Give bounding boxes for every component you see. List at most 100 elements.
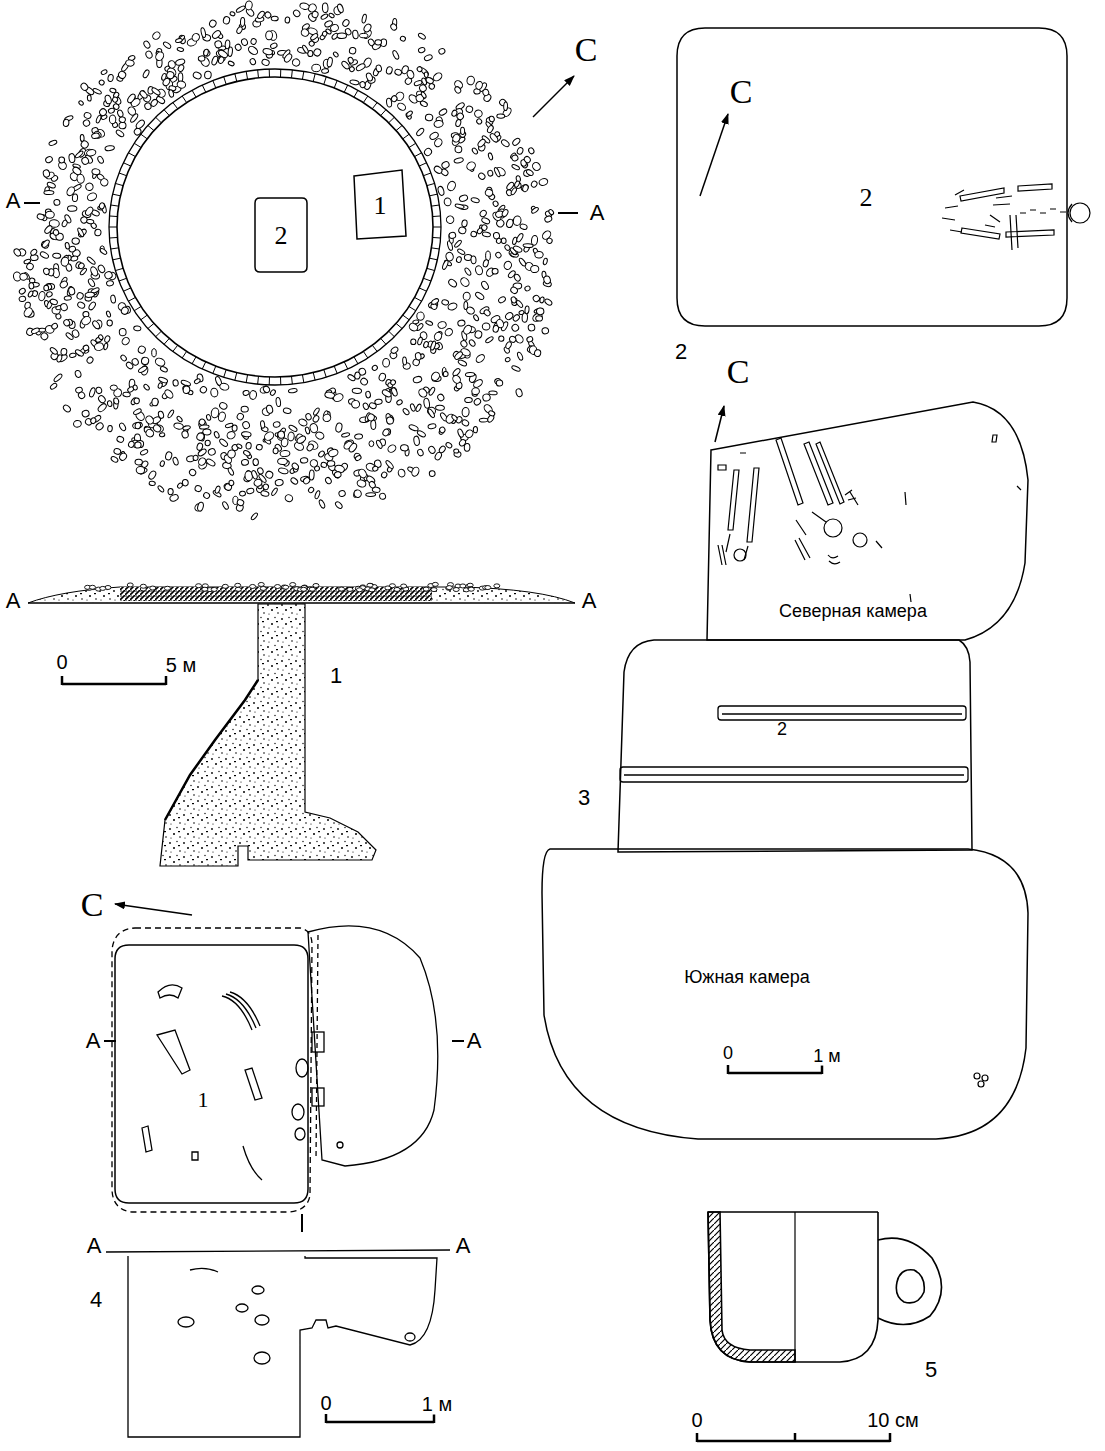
mound-stones-part [82,344,89,351]
mound-stones-part [330,23,340,32]
mound-stones-part [107,425,112,432]
mound-stones-part [462,407,470,417]
north-label: С [729,74,754,110]
mound-stones-part [300,28,310,38]
mound-stones-part [454,449,459,453]
mound-stones-part [519,223,528,230]
mound-stones-part [406,69,415,79]
mound-stones-part [167,409,175,418]
mound-stones-part [516,147,524,155]
ring-bricks-part [134,306,141,310]
mound-section-stones-part [309,587,315,591]
mound-stones-part [240,17,245,26]
mound-stones-part [474,330,482,339]
mound-stones-part [415,403,422,412]
mound-stones-part [352,388,362,394]
mound-stones-part [463,292,471,301]
mound-section-stones-part [275,585,281,589]
mound-stones-part [91,133,100,140]
skeleton-part [961,228,1000,239]
skeleton-part [905,435,1021,602]
mound-stones-part [91,168,100,175]
mound-stones-part [86,219,94,224]
mound-stones-part [107,320,113,326]
vessel-part [878,1238,942,1324]
mound-stones-part [162,41,171,50]
mound-stones-part [208,19,217,28]
mound-stones-part [53,199,60,206]
figure-number: 5 [924,1358,938,1381]
ring-bricks-part [354,90,358,97]
mound-stones-part [228,47,233,57]
mound-stones-part [313,407,321,416]
mound-stones-part [402,357,406,365]
mound-section-stones-part [235,583,241,587]
mound-section-stones-part [356,588,362,592]
mound-stones-part [31,327,40,334]
mound-stones-part [182,479,188,486]
mound-stones-part [476,118,483,125]
mound-stones-part [97,264,106,274]
mound-stones-part [213,431,220,439]
mound-stones-part [518,257,527,267]
skeleton-part [982,1075,988,1081]
mound-stones-part [417,448,425,456]
pit-outline [614,632,974,854]
mound-stones-part [351,400,361,409]
mound-stones-part [427,408,436,418]
pit-number: 2 [777,720,787,740]
scale-bar-part [326,1421,434,1424]
mound-stones-part [72,237,80,244]
ring-bricks-part [415,297,422,301]
mound-stones-part [241,459,249,465]
ring-bricks-part [403,315,409,320]
mound-stones-part [207,448,216,456]
mound-stones-part [43,224,53,234]
mound-stones-part [105,145,115,151]
scale-bar-part [821,1065,824,1074]
mound-stones-part [143,383,150,391]
mound-stones-part [482,259,489,267]
mound-stones-part [386,98,392,107]
mound-stones-part [113,397,119,404]
mound-section-stones-part [211,587,217,591]
mound-stones-part [199,385,208,394]
mound-stones-part [172,457,179,466]
mound-stones-part [441,299,449,306]
mound-stones-part [539,296,544,303]
mound-stones-part [361,14,367,24]
mound-stones-part [270,42,278,49]
mound-stones-part [471,197,480,204]
mound-stones-part [125,59,134,66]
mound-stones-part [36,213,45,220]
mound-stones-part [265,31,272,40]
mound-stones-part [241,406,248,412]
mound-stones-part [173,422,184,430]
section-ticks-part [24,202,40,204]
mound-stones-part [107,74,113,82]
ring-bricks-part [148,125,154,130]
mound-stones-part [259,385,270,394]
mound-stones-part [437,393,446,402]
mound-stones-part [77,391,86,400]
mound-stones-part [106,280,114,286]
plank [620,706,968,782]
mound-section-stones-part [369,588,375,592]
ring-bricks-part [192,90,196,97]
ring-bricks-part [202,362,206,369]
mound-stones-part [489,116,495,123]
mound-stones-part [381,389,392,398]
mound-section-stones-part [394,587,400,591]
mound-stones-part [253,459,259,466]
mound-stones-part [496,238,503,245]
mound-stones-part [431,298,440,306]
mound-stones-part [497,114,505,118]
mound-stones-part [438,108,448,117]
mound-stones-part [273,448,279,454]
mound-stones-part [86,191,98,202]
mound-stones-part [472,378,484,389]
mound-stones-part [260,421,265,429]
bones-part [158,985,182,998]
mound-stones-part [473,426,477,432]
mound-stones-part [79,267,87,275]
